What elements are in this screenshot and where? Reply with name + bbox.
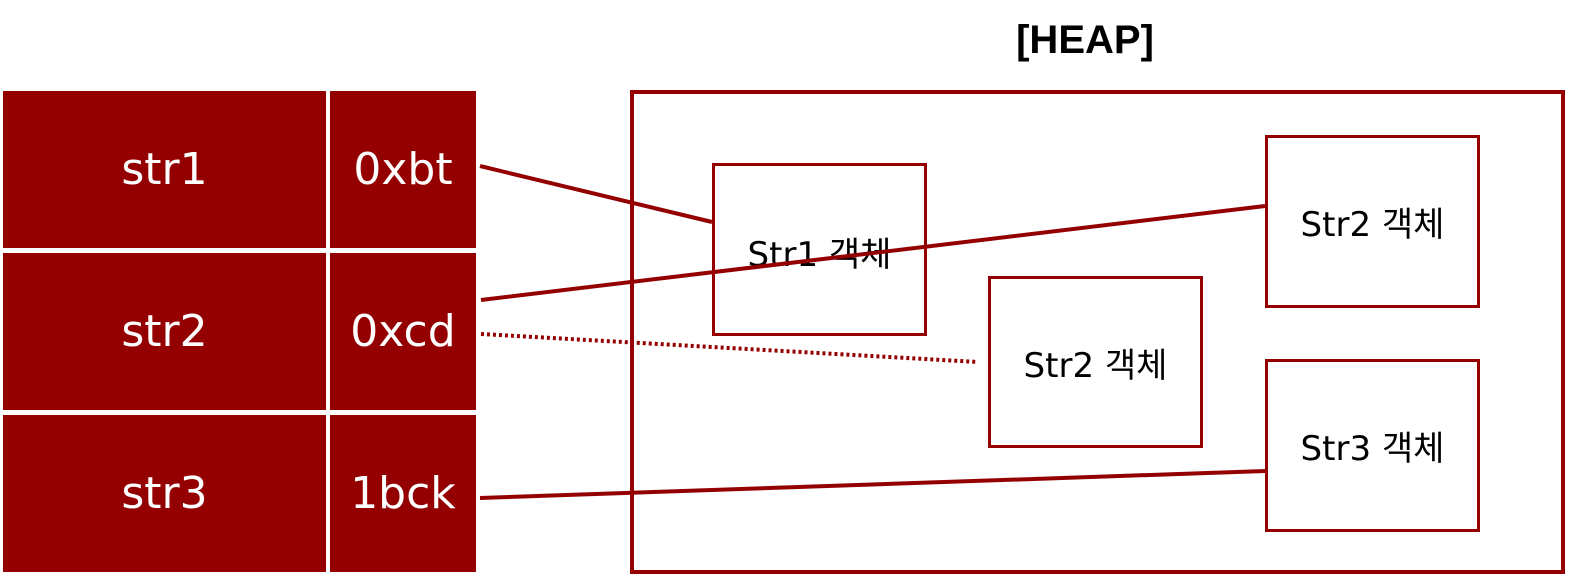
stack-address-cell-str2: 0xcd [330,253,476,410]
stack-name-label: str1 [121,144,208,195]
stack-address-label: 1bck [350,468,456,519]
stack-address-cell-str3: 1bck [330,415,476,572]
stack-name-cell-str3: str3 [3,415,326,572]
reference-line-str1 [479,164,713,224]
reference-line-str2-old [480,332,979,364]
reference-line-str3 [479,469,1266,500]
heap-object-str3: Str3 객체 [1265,359,1480,532]
heap-object-label: Str2 객체 [1300,205,1445,245]
heap-object-str2-old: Str2 객체 [988,276,1203,448]
stack-name-cell-str1: str1 [3,91,326,248]
heap-object-label: Str2 객체 [1023,345,1168,386]
stack-name-cell-str2: str2 [3,253,326,410]
reference-line-str2 [480,204,1266,302]
stack-name-label: str3 [121,468,208,519]
stack-address-label: 0xbt [353,144,453,195]
heap-title: [HEAP] [1016,18,1154,62]
stack-address-cell-str1: 0xbt [330,91,476,248]
stack-address-label: 0xcd [350,306,456,357]
heap-object-label: Str3 객체 [1300,429,1445,469]
heap-region [630,90,1565,574]
heap-object-str2-new: Str2 객체 [1265,135,1480,308]
heap-object-str1: Str1 객체 [712,163,927,336]
stack-name-label: str2 [121,306,208,357]
